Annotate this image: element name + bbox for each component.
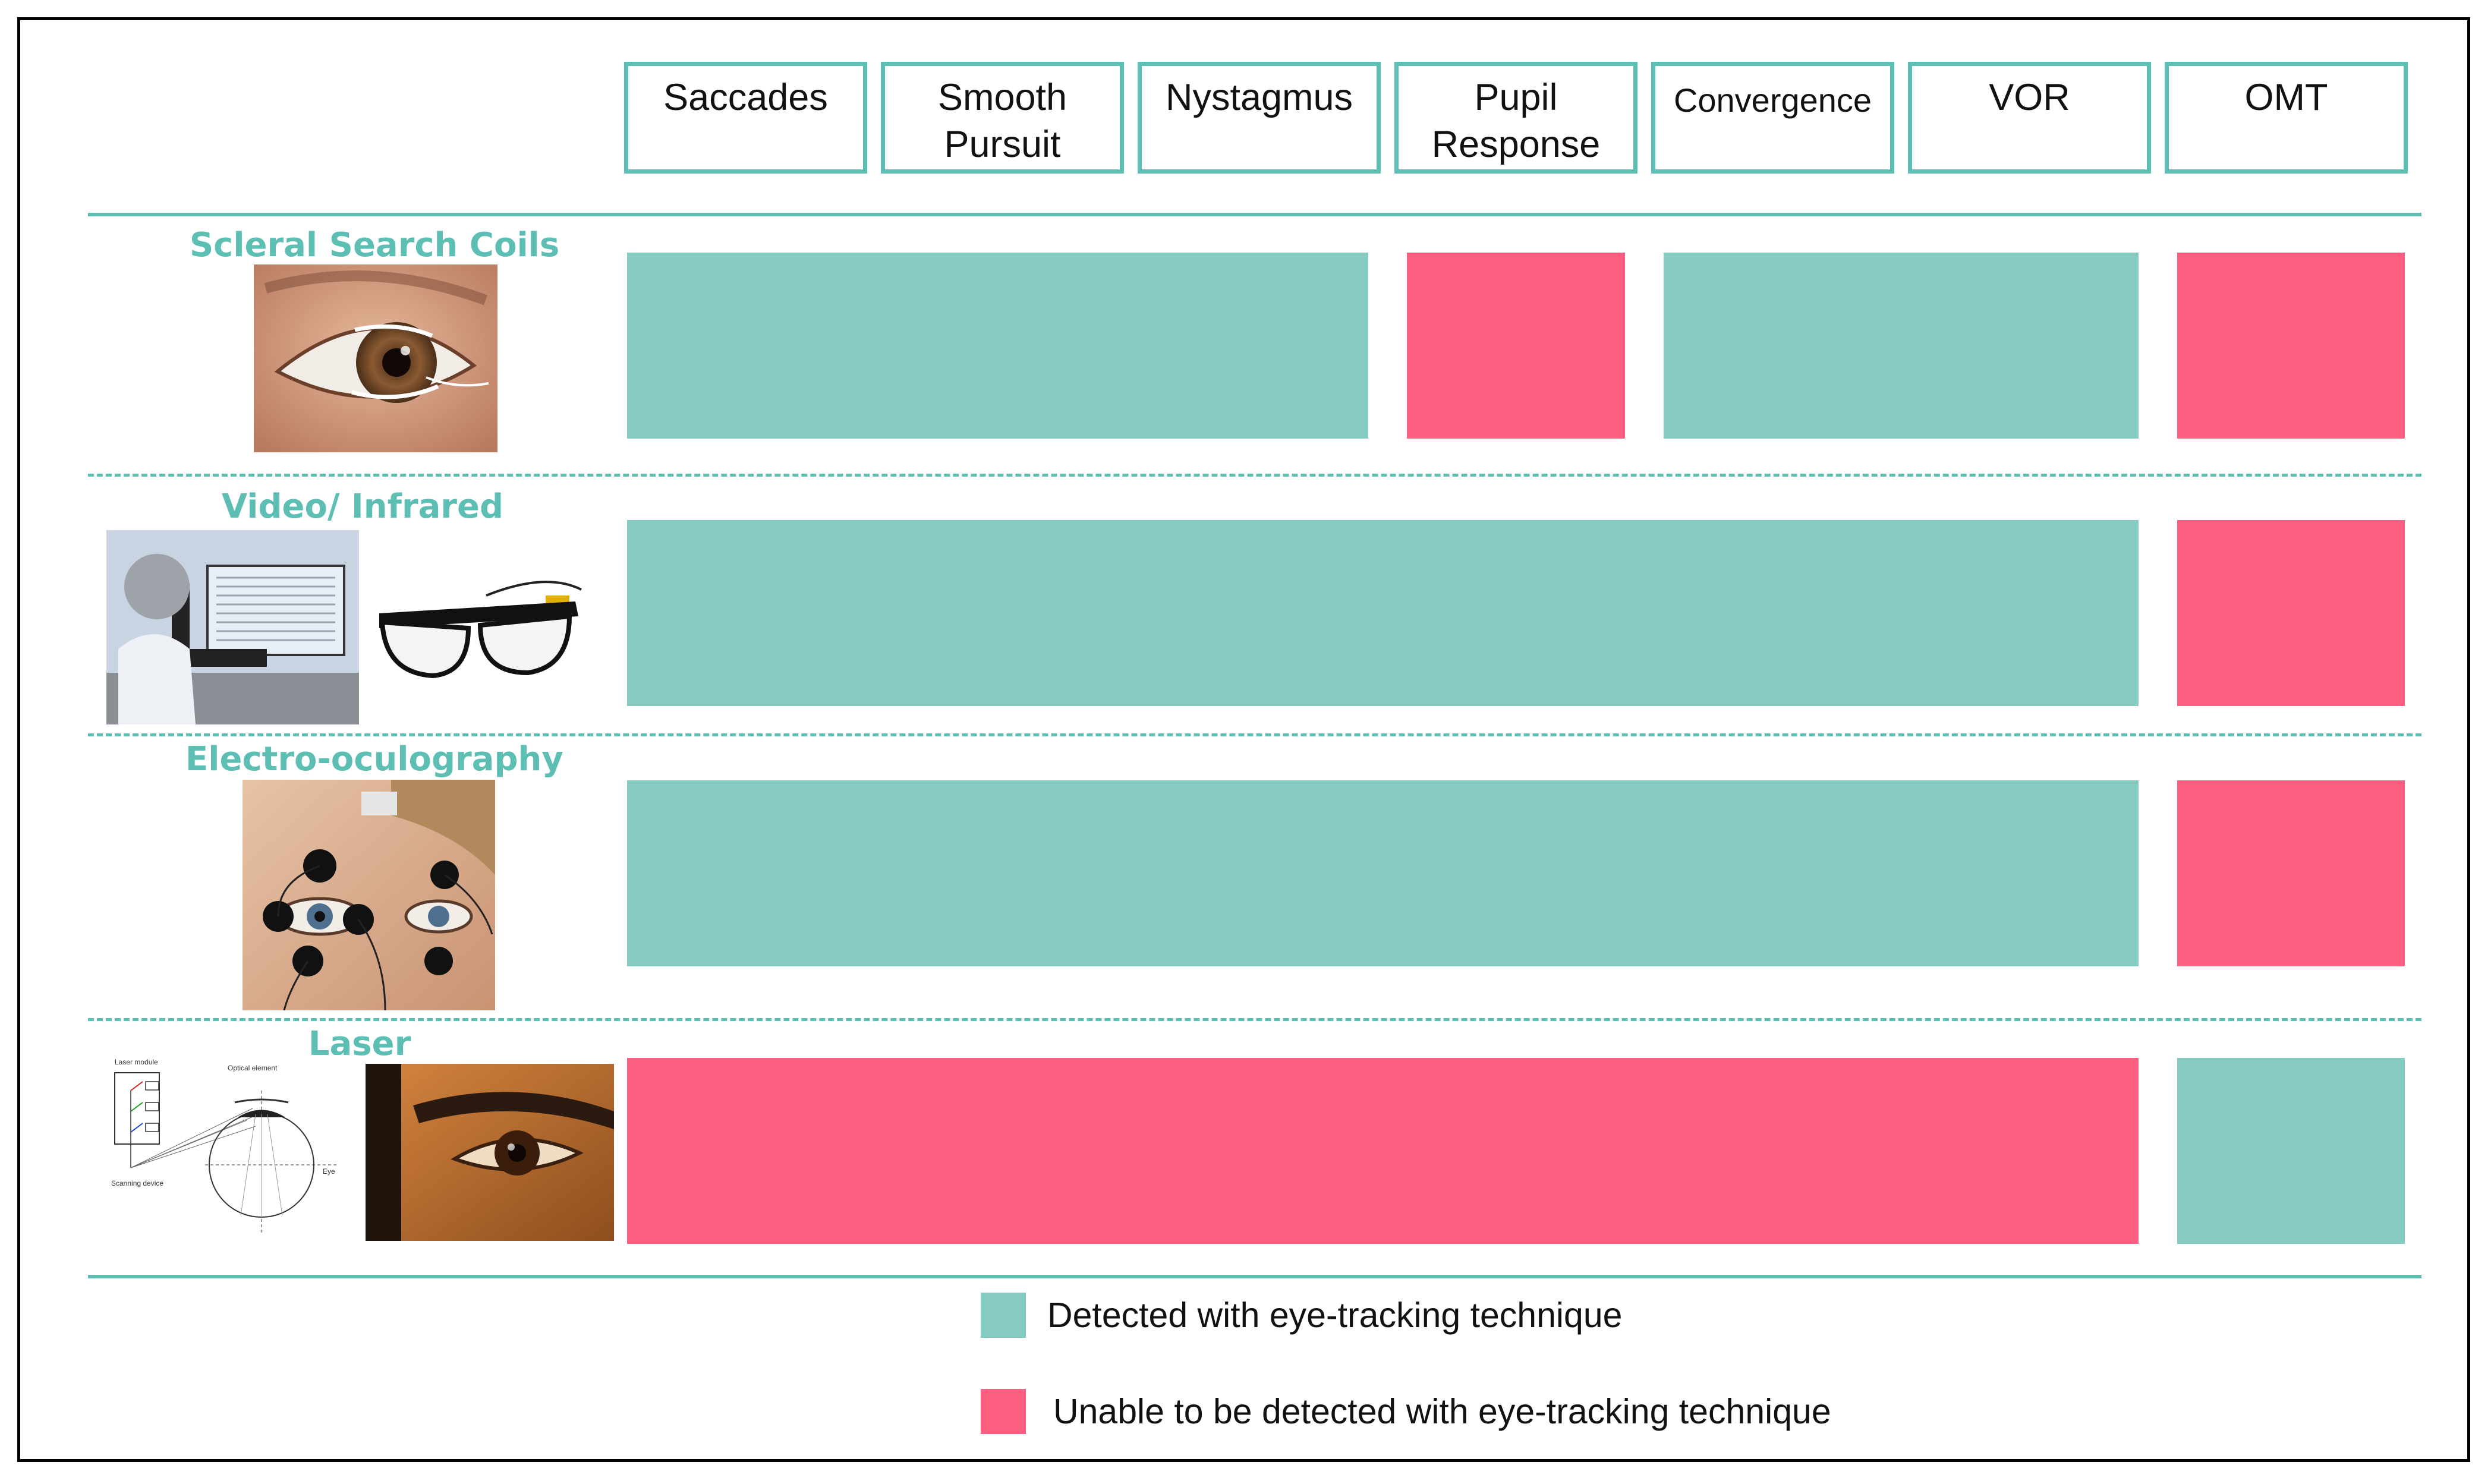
row-label-scleral-search-coils: Scleral Search Coils: [189, 226, 560, 264]
column-header-label: Saccades: [663, 77, 828, 118]
row-divider: [88, 733, 2421, 736]
column-header-label: Convergence: [1673, 81, 1872, 119]
row-divider: [88, 1018, 2421, 1021]
infrared-eye-tracking-glasses-photo: [367, 572, 587, 702]
column-header-convergence: Convergence: [1651, 62, 1894, 174]
header-divider: [88, 213, 2421, 216]
undetected-bar-row-3-col-7-7: [2177, 780, 2405, 966]
video-infrared-eye-tracker-photo: [106, 530, 359, 724]
face-with-eog-electrodes-photo: [243, 780, 495, 1010]
laser-scanning-schematic-diagram: Laser module Optical element Eye Scannin…: [104, 1055, 348, 1239]
eye-closeup-photo: [366, 1064, 614, 1241]
column-header-pupil-response: Pupil Response: [1394, 62, 1637, 174]
column-header-saccades: Saccades: [624, 62, 867, 174]
detected-bar-row-1-col-1-3: [627, 253, 1368, 439]
column-header-label: OMT: [2244, 77, 2328, 118]
legend-swatch-detected: [981, 1293, 1026, 1338]
detected-bar-row-1-col-5-6: [1664, 253, 2139, 439]
scanning-device-label: Scanning device: [111, 1179, 163, 1187]
legend-label-undetected: Unable to be detected with eye-tracking …: [1053, 1392, 1831, 1431]
detected-bar-row-2-col-1-6: [627, 520, 2139, 706]
detected-bar-row-4-col-7-7: [2177, 1058, 2405, 1244]
column-header-label: VOR: [1989, 77, 2070, 118]
row-label-video-infrared: Video/ Infrared: [221, 487, 504, 526]
row-divider: [88, 474, 2421, 477]
eye-with-scleral-coil-photo: [254, 264, 497, 452]
laser-module-label: Laser module: [115, 1058, 158, 1066]
column-header-smooth-pursuit: Smooth Pursuit: [881, 62, 1124, 174]
undetected-bar-row-1-col-4-4: [1407, 253, 1625, 439]
eye-label: Eye: [323, 1167, 335, 1176]
column-header-label: Nystagmus: [1165, 77, 1353, 118]
column-header-vor: VOR: [1908, 62, 2151, 174]
table-bottom-divider: [88, 1275, 2421, 1278]
row-label-electro-oculography: Electro-oculography: [185, 740, 563, 779]
optical-element-label: Optical element: [228, 1064, 278, 1072]
column-header-label: Pupil Response: [1431, 77, 1601, 165]
column-header-label: Smooth Pursuit: [937, 77, 1067, 165]
figure-frame: [17, 17, 2470, 1462]
undetected-bar-row-1-col-7-7: [2177, 253, 2405, 439]
undetected-bar-row-2-col-7-7: [2177, 520, 2405, 706]
legend-label-detected: Detected with eye-tracking technique: [1047, 1296, 1623, 1335]
column-header-nystagmus: Nystagmus: [1138, 62, 1381, 174]
column-header-omt: OMT: [2165, 62, 2408, 174]
undetected-bar-row-4-col-1-6: [627, 1058, 2139, 1244]
legend-swatch-undetected: [981, 1389, 1026, 1434]
detected-bar-row-3-col-1-6: [627, 780, 2139, 966]
